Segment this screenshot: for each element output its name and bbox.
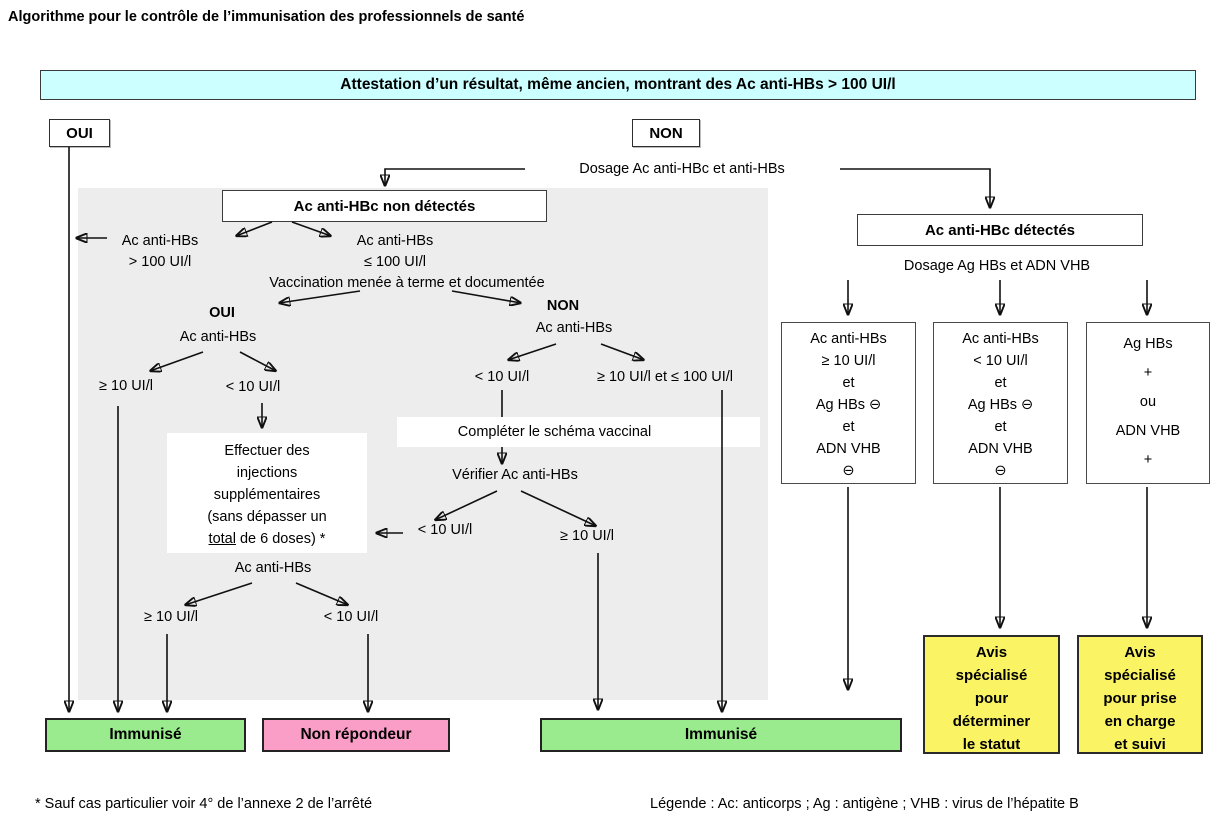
- injections-supplementaires-box: Effectuer des injections supplémentaires…: [167, 433, 367, 553]
- non-repondeur-box: Non répondeur: [262, 718, 450, 752]
- inj-achbs-label: Ac anti-HBs: [234, 560, 312, 576]
- attestation-banner: Attestation d’un résultat, même ancien, …: [40, 70, 1196, 100]
- vaccination-question-label: Vaccination menée à terme et documentée: [269, 275, 545, 291]
- oui-lt10-label: < 10 UI/l: [225, 379, 281, 395]
- dosage-aghbs-adnvhb-label: Dosage Ag HBs et ADN VHB: [903, 258, 1091, 274]
- verifier-lt10-label: < 10 UI/l: [417, 522, 473, 538]
- non-ge10-le100-label: ≥ 10 UI/l et ≤ 100 UI/l: [596, 369, 734, 385]
- result-box-lt10-neg: Ac anti-HBs < 10 UI/l et Ag HBs ⊖ et ADN…: [933, 322, 1068, 484]
- achbs-le100-label: Ac anti-HBs ≤ 100 UI/l: [356, 233, 434, 270]
- oui-achbs-label: Ac anti-HBs: [179, 329, 257, 345]
- dosage-achbc-achbs-label: Dosage Ac anti-HBc et anti-HBs: [579, 161, 785, 177]
- oui-node: OUI: [49, 119, 110, 147]
- inj-lt10-label: < 10 UI/l: [323, 609, 379, 625]
- non-achbs-label: Ac anti-HBs: [535, 320, 613, 336]
- achbc-non-detectes-box: Ac anti-HBc non détectés: [222, 190, 547, 222]
- result-box-ge10-neg: Ac anti-HBs ≥ 10 UI/l et Ag HBs ⊖ et ADN…: [781, 322, 916, 484]
- legend: Légende : Ac: anticorps ; Ag : antigène …: [650, 796, 1079, 812]
- immunise-left-box: Immunisé: [45, 718, 246, 752]
- immunise-mid-box: Immunisé: [540, 718, 902, 752]
- page-title: Algorithme pour le contrôle de l’immunis…: [8, 9, 525, 25]
- achbs-gt100-label: Ac anti-HBs > 100 UI/l: [121, 233, 199, 270]
- vaccination-non-label: NON: [546, 298, 580, 314]
- achbc-detectes-box: Ac anti-HBc détectés: [857, 214, 1143, 246]
- non-lt10-label: < 10 UI/l: [474, 369, 530, 385]
- inj-ge10-label: ≥ 10 UI/l: [144, 609, 198, 625]
- footnote: * Sauf cas particulier voir 4° de l’anne…: [35, 796, 373, 812]
- avis-prise-en-charge-box: Avis spécialisé pour prise en charge et …: [1077, 635, 1203, 754]
- verifier-ge10-label: ≥ 10 UI/l: [560, 528, 614, 544]
- result-box-positive: Ag HBs + ou ADN VHB +: [1086, 322, 1210, 484]
- oui-ge10-label: ≥ 10 UI/l: [99, 378, 153, 394]
- avis-statut-box: Avis spécialisé pour déterminer le statu…: [923, 635, 1060, 754]
- verifier-achbs-label: Vérifier Ac anti-HBs: [452, 467, 578, 483]
- vaccination-oui-label: OUI: [209, 305, 235, 321]
- attestation-banner-text: Attestation d’un résultat, même ancien, …: [340, 76, 896, 93]
- completer-schema-box: Compléter le schéma vaccinal: [397, 417, 760, 447]
- non-node: NON: [632, 119, 700, 147]
